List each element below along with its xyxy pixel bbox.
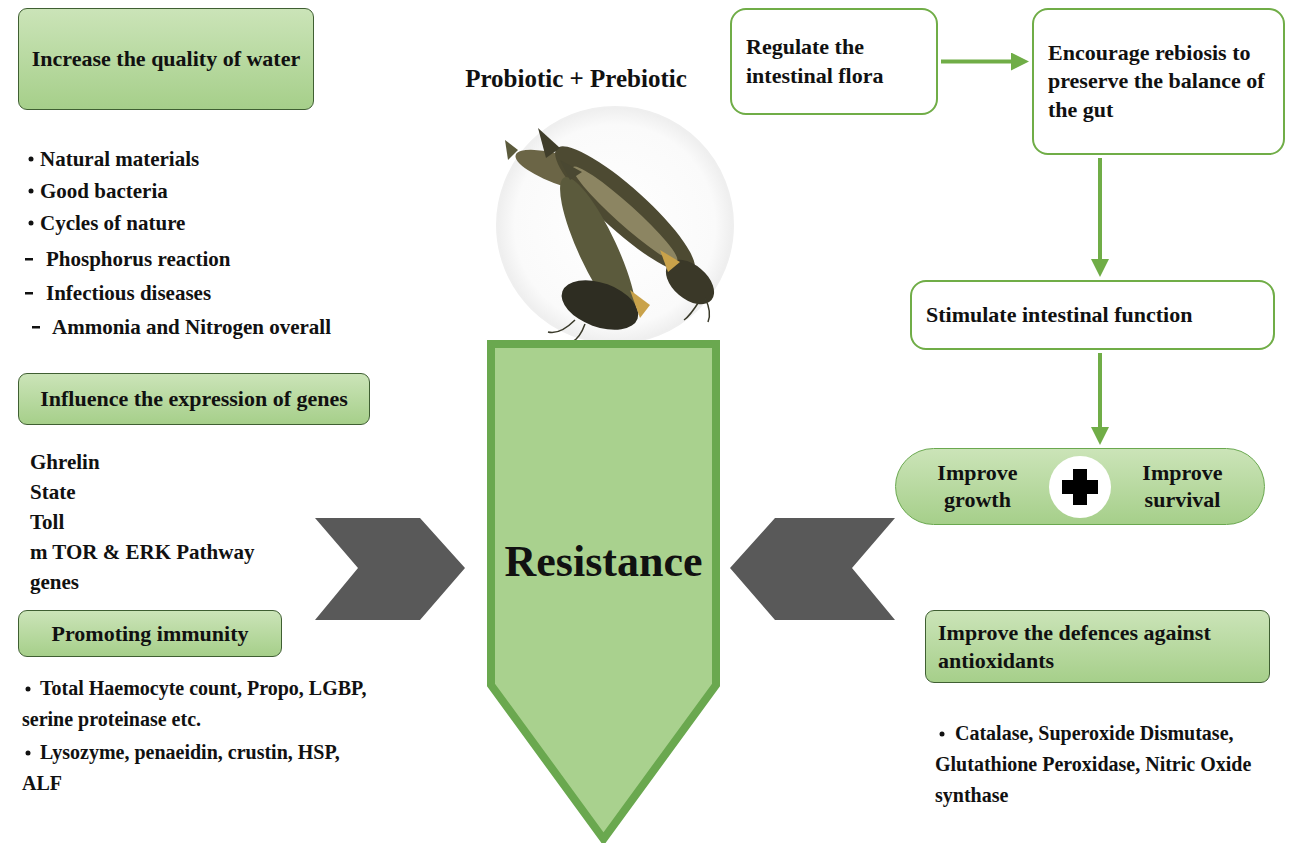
- bullet-marks: [25, 157, 945, 756]
- chevron-arrow: [730, 518, 895, 620]
- list-item: Infectious diseases: [46, 278, 211, 308]
- bullet-dot: [29, 189, 34, 194]
- arrow-outline: [487, 340, 720, 843]
- list-item: Cycles of nature: [40, 208, 185, 238]
- list-item: Phosphorus reaction: [46, 244, 231, 274]
- box-text: Improve the defences against antioxidant…: [938, 619, 1257, 674]
- outcome-pill: Improve growth Improve survival: [895, 448, 1265, 525]
- result-arrow: Resistance: [487, 340, 720, 843]
- heading-box: Improve the defences against antioxidant…: [925, 610, 1270, 683]
- fish-head: [555, 271, 645, 340]
- box-text: Improve survival: [1111, 460, 1254, 513]
- fish-head: [658, 251, 723, 313]
- box-text: Increase the quality of water: [32, 45, 300, 73]
- box-text: Regulate the intestinal flora: [746, 33, 922, 90]
- flow-arrow: [941, 60, 1015, 64]
- photo-halo: [497, 107, 733, 343]
- immune-list-item: Total Haemocyte count, Propo, LGBP, seri…: [22, 673, 372, 735]
- bullet-dash: [32, 326, 40, 329]
- bullet-dash: [25, 258, 33, 261]
- box-text: Encourage rebiosis to preserve the balan…: [1048, 39, 1269, 125]
- plus-symbol: [1049, 456, 1111, 518]
- antioxidant-list-item: Catalase, Superoxide Dismutase, Glutathi…: [935, 718, 1283, 811]
- heading-box: Influence the expression of genes: [18, 373, 370, 425]
- process-box: Encourage rebiosis to preserve the balan…: [1032, 8, 1285, 155]
- result-text: Resistance: [487, 536, 720, 589]
- process-box: Stimulate intestinal function: [910, 280, 1275, 350]
- fish-tail: [538, 128, 560, 158]
- fish-fin: [660, 250, 680, 272]
- list-item: Natural materials: [40, 144, 199, 174]
- list-item: Good bacteria: [40, 176, 168, 206]
- chevron-arrow: [315, 518, 465, 620]
- immune-list-item: Lysozyme, penaeidin, crustin, HSP, ALF: [22, 737, 372, 799]
- heading-box: Increase the quality of water: [18, 8, 314, 110]
- bullet-dot: [29, 221, 34, 226]
- flow-arrow: [1098, 353, 1102, 431]
- diagram-title: Probiotic + Prebiotic: [436, 64, 716, 94]
- gene-name: m TOR & ERK Pathway genes: [30, 537, 292, 597]
- box-text: Improve growth: [906, 460, 1049, 513]
- fish-tail: [560, 160, 582, 180]
- fish-tail: [505, 140, 518, 160]
- bullet-dot: [26, 687, 31, 692]
- fish-barbels: [548, 298, 709, 342]
- catfish-illustration: [505, 128, 722, 342]
- gene-name: Ghrelin: [30, 447, 100, 477]
- bullet-dot: [940, 732, 945, 737]
- gene-name: Toll: [30, 507, 64, 537]
- box-text: Influence the expression of genes: [40, 385, 348, 413]
- box-text: Promoting immunity: [52, 620, 249, 648]
- plus-symbol: [1049, 456, 1111, 518]
- heading-box: Promoting immunity: [18, 610, 282, 657]
- plus-symbol: [1062, 480, 1098, 494]
- box-text: Stimulate intestinal function: [926, 301, 1259, 330]
- list-item: Ammonia and Nitrogen overall: [52, 312, 331, 342]
- bullet-dot: [26, 751, 31, 756]
- fish-fin: [630, 290, 650, 318]
- gene-name: State: [30, 477, 76, 507]
- bullet-dash: [25, 292, 33, 295]
- process-box: Regulate the intestinal flora: [730, 8, 938, 115]
- arrow-outline: [491, 344, 716, 839]
- flow-arrow: [1098, 158, 1102, 263]
- bullet-dot: [29, 157, 34, 162]
